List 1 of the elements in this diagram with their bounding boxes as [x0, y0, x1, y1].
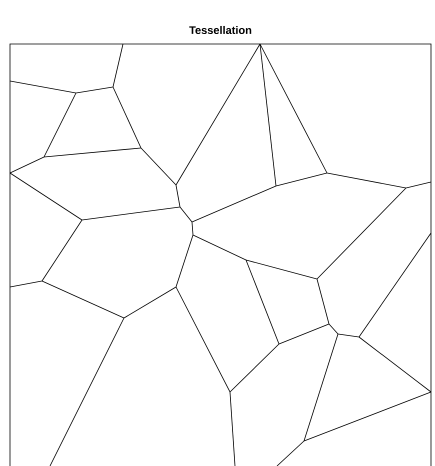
chart-title: Tessellation: [189, 26, 252, 34]
